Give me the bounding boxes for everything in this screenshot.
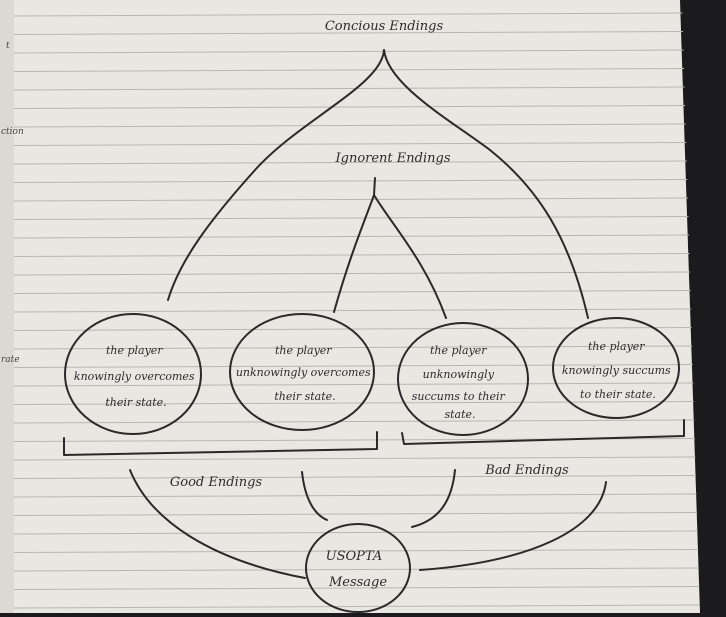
branch-mid-right bbox=[373, 194, 447, 319]
margin-note-1: t bbox=[6, 41, 10, 51]
top-label: Concious Endings bbox=[325, 19, 444, 34]
branch-top-right bbox=[383, 49, 589, 319]
margin-note-3: rate bbox=[1, 355, 20, 365]
notebook-page bbox=[0, 0, 700, 613]
node-4-line-3: to their state. bbox=[580, 388, 656, 401]
branch-mid-left bbox=[333, 194, 375, 313]
page-margin bbox=[0, 0, 14, 613]
ruled-line bbox=[13, 604, 700, 609]
ruled-line bbox=[13, 179, 688, 183]
ruled-line bbox=[13, 567, 699, 572]
node-2-line-2: unknowingly overcomes bbox=[236, 366, 371, 379]
node-unknowingly-succums bbox=[397, 322, 529, 436]
bad-endings-label: Bad Endings bbox=[484, 463, 569, 478]
node-4-line-1: the player bbox=[588, 340, 645, 353]
bottom-node-text: USOPTA Message bbox=[326, 549, 388, 590]
ruled-line bbox=[13, 401, 694, 405]
ruled-line bbox=[13, 549, 699, 553]
ruled-line bbox=[13, 345, 693, 350]
node-3-line-2: unknowingly bbox=[423, 368, 495, 381]
ruled-line bbox=[13, 419, 695, 424]
branch-top-left bbox=[167, 49, 385, 301]
curve-outer-right bbox=[419, 481, 607, 571]
ruled-line bbox=[13, 290, 691, 294]
node-knowingly-overcomes bbox=[64, 313, 202, 435]
ruled-line bbox=[13, 382, 694, 387]
bottom-node-line-2: Message bbox=[328, 575, 387, 590]
ruled-line bbox=[13, 234, 689, 239]
ruled-line bbox=[13, 123, 686, 128]
node-1-line-2: knowingly overcomes bbox=[74, 370, 195, 383]
ruled-line bbox=[13, 142, 687, 146]
mid-label: Ignorent Endings bbox=[334, 151, 450, 166]
branch-mid-stem bbox=[373, 177, 376, 196]
ruled-line bbox=[13, 308, 692, 313]
node-2-text: the player unknowingly overcomes their s… bbox=[236, 344, 374, 403]
ruled-line bbox=[13, 271, 691, 276]
ruled-line bbox=[13, 456, 696, 461]
margin-note-2: ction bbox=[1, 127, 24, 137]
node-3-text: the player unknowingly succums to their … bbox=[412, 344, 509, 421]
ruled-line bbox=[13, 475, 697, 479]
node-4-line-2: knowingly succums bbox=[562, 364, 671, 377]
node-3-line-1: the player bbox=[430, 344, 487, 357]
ruled-line bbox=[13, 197, 688, 202]
curve-outer-left bbox=[129, 469, 306, 579]
ruled-lines bbox=[13, 12, 700, 609]
ruled-line bbox=[13, 216, 689, 220]
ruled-line bbox=[13, 105, 686, 109]
bottom-node bbox=[305, 523, 411, 613]
good-endings-label: Good Endings bbox=[170, 475, 263, 490]
node-unknowingly-overcomes bbox=[229, 313, 375, 431]
node-3-line-4: state. bbox=[444, 408, 475, 421]
ruled-line bbox=[13, 364, 693, 368]
ruled-line bbox=[13, 12, 683, 17]
ruled-line bbox=[13, 49, 684, 54]
node-1-line-3: their state. bbox=[105, 396, 166, 409]
curve-inner-right bbox=[411, 469, 456, 528]
ruled-line bbox=[13, 530, 698, 535]
ruled-line bbox=[13, 493, 697, 498]
ruled-line bbox=[13, 160, 687, 165]
curve-inner-left bbox=[301, 471, 328, 521]
ruled-line bbox=[13, 586, 700, 590]
node-1-line-1: the player bbox=[106, 344, 163, 357]
ruled-line bbox=[13, 86, 685, 91]
node-2-line-1: the player bbox=[275, 344, 332, 357]
bracket-bad bbox=[401, 419, 685, 445]
bottom-node-line-1: USOPTA bbox=[326, 549, 383, 564]
node-1-text: the player knowingly overcomes their sta… bbox=[74, 344, 198, 409]
node-knowingly-succums bbox=[552, 317, 680, 419]
node-2-line-3: their state. bbox=[274, 390, 335, 403]
ruled-line bbox=[13, 512, 698, 516]
bracket-good bbox=[63, 431, 378, 456]
node-3-line-3: succums to their bbox=[412, 390, 506, 403]
node-4-text: the player knowingly succums to their st… bbox=[562, 340, 674, 401]
ruled-line bbox=[13, 68, 685, 72]
ruled-line bbox=[13, 31, 684, 35]
